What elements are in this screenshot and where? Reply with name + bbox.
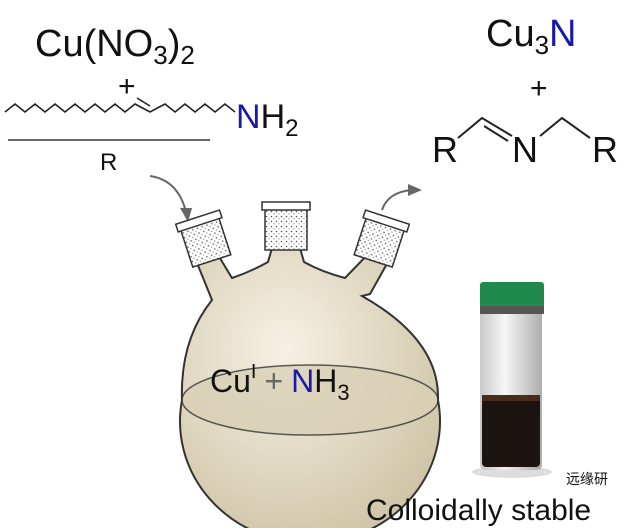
imine-structure: R N R (432, 116, 618, 170)
product-plus: + (530, 72, 548, 105)
watermark: 远缘研 (566, 471, 608, 487)
double-bond (136, 97, 151, 107)
copper-nitrate-formula: Cu(NO3)2 (35, 23, 195, 70)
vial-caption: Colloidally stable (366, 494, 591, 527)
r-label: R (100, 149, 117, 176)
three-neck-flask (174, 201, 441, 528)
alkyl-chain (4, 102, 236, 114)
arrow-out-head (408, 184, 422, 196)
imine-n: N (512, 129, 538, 170)
arrow-in (149, 175, 187, 213)
copper-nitride-formula: Cu3N (486, 13, 577, 60)
arrow-out (381, 189, 413, 211)
arrow-in-head (180, 208, 192, 222)
vial (472, 282, 552, 478)
amine-group: NH2 (236, 98, 298, 142)
flask-contents: CuI+NH3 (210, 361, 350, 405)
reactant-plus: + (118, 70, 136, 103)
imine-r-left: R (432, 129, 458, 170)
imine-r-right: R (592, 129, 618, 170)
